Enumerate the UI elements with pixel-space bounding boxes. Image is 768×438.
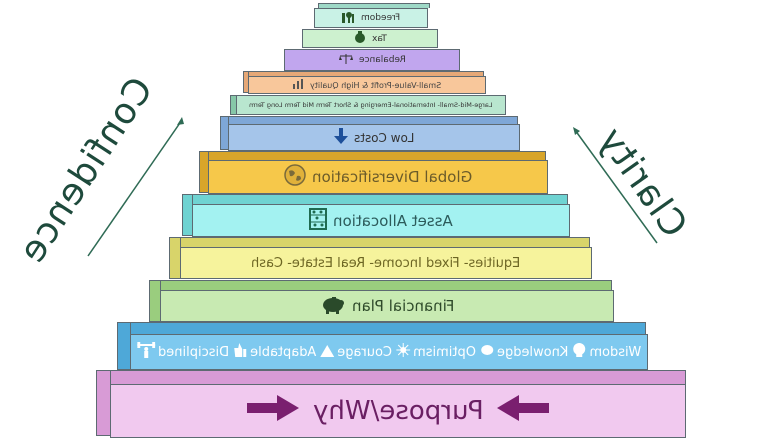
level-financial-plan-face: Financial Plan xyxy=(160,290,614,322)
value-item-courage: Courage xyxy=(320,343,392,361)
climber-icon xyxy=(320,343,335,361)
clarity-word: Clarity xyxy=(589,119,695,246)
tree-person-icon xyxy=(341,11,355,26)
head-icon xyxy=(572,343,586,361)
level-rebalance-face: Rebalance xyxy=(284,49,460,71)
level-label: Low Costs xyxy=(353,130,415,145)
abacus-icon xyxy=(309,207,328,234)
level-tax-face: Tax xyxy=(302,29,438,48)
sun-icon xyxy=(395,343,410,361)
confidence-word: Confidence xyxy=(11,70,162,271)
level-label: Small-Value-Profit & High Quality xyxy=(310,80,442,90)
right-arrow-icon xyxy=(246,394,299,428)
brain-icon xyxy=(480,343,494,361)
level-label: Large-Mid-Small- International-Emerging … xyxy=(249,101,493,109)
weightlifter-icon xyxy=(136,342,155,362)
level-label: Financial Plan xyxy=(351,297,455,315)
globe-icon xyxy=(284,164,306,190)
level-label: Global Diversification xyxy=(311,168,473,186)
level-label: Freedom xyxy=(361,13,401,23)
money-bag-icon xyxy=(354,31,366,46)
level-label: Rebalance xyxy=(358,55,406,65)
level-label: Equities- Fixed Income- Real Estate- Cas… xyxy=(251,255,521,271)
level-factors-face: Small-Value-Profit & High Quality xyxy=(248,76,486,94)
value-item-knowledge: Knowledge xyxy=(480,343,568,361)
level-freedom-face: Freedom xyxy=(314,8,428,28)
left-arrow-icon xyxy=(497,394,550,428)
thumbs-up-icon xyxy=(233,343,247,361)
level-label: Asset Allocation xyxy=(333,211,453,230)
down-arrow-icon xyxy=(333,128,348,147)
value-item-optimism: Optimism xyxy=(395,343,476,361)
piggy-bank-icon xyxy=(320,294,346,318)
value-item-wisdom: Wisdom xyxy=(572,343,641,361)
level-diversity-face: Large-Mid-Small- International-Emerging … xyxy=(236,95,506,115)
level-low-costs-face: Low Costs xyxy=(228,124,520,151)
level-label: Purpose/Why xyxy=(312,396,484,426)
level-asset-classes-face: Equities- Fixed Income- Real Estate- Cas… xyxy=(180,247,592,279)
scales-icon xyxy=(338,53,353,67)
level-global-face: Global Diversification xyxy=(208,160,548,194)
level-values-face: Wisdom Knowledge Optimism Courage Adapta… xyxy=(130,334,648,370)
level-asset-allocation-face: Asset Allocation xyxy=(192,204,570,237)
level-label: Tax xyxy=(371,33,387,44)
value-item-adaptable: Adaptable xyxy=(233,343,316,361)
value-item-disciplined: Disciplined xyxy=(136,342,229,362)
chart-icon xyxy=(292,79,304,91)
level-purpose-face: Purpose/Why xyxy=(110,384,686,438)
